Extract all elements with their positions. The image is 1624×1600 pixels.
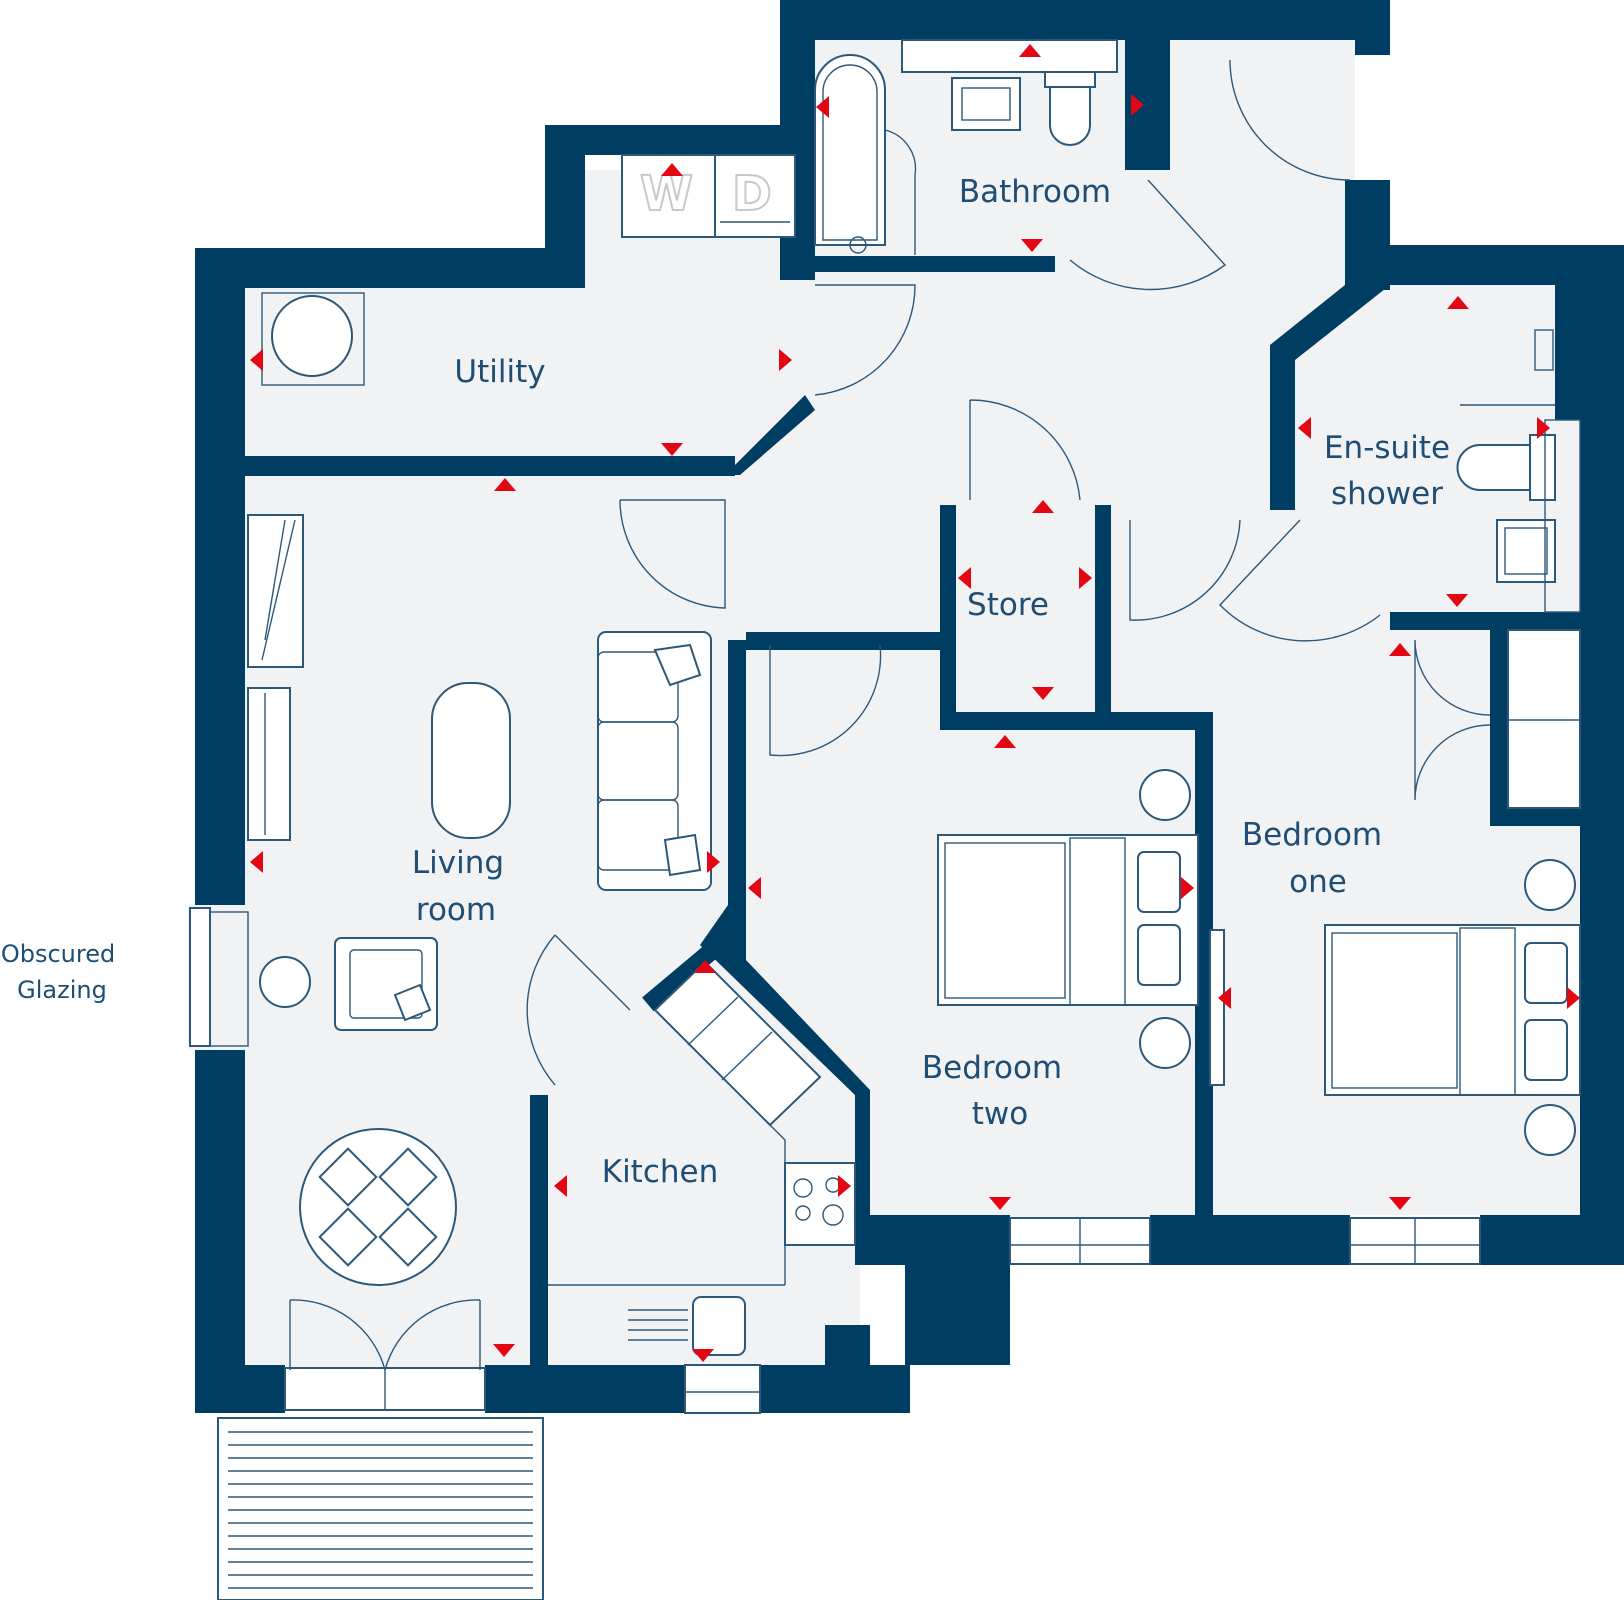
dimension-marker — [779, 349, 792, 371]
lamp-icon — [259, 956, 311, 1008]
dimension-marker — [1537, 417, 1550, 439]
room-label-ensuite-line2: shower — [1331, 476, 1443, 512]
dimension-markers — [250, 44, 1580, 1362]
dimension-marker — [250, 851, 263, 873]
bedside-lamp-icon — [1524, 1104, 1576, 1156]
dimension-marker — [554, 1175, 567, 1197]
dimension-marker — [838, 1175, 851, 1197]
wardrobe-icon — [1507, 629, 1581, 809]
balcony-deck — [217, 1417, 544, 1600]
room-label-living-line1: Living — [412, 845, 504, 881]
dining-chair-icon — [378, 1147, 438, 1207]
dimension-marker — [1181, 877, 1194, 899]
bedside-lamp-icon — [1524, 859, 1576, 911]
dimension-marker — [989, 1197, 1011, 1210]
armchair-icon — [334, 937, 438, 1031]
floor-areas — [245, 40, 1585, 1395]
room-label-bathroom: Bathroom — [959, 174, 1111, 210]
sofa-icon — [597, 631, 712, 891]
room-label-bedroom-one-line1: Bedroom — [1242, 817, 1382, 853]
dining-chair-icon — [318, 1147, 378, 1207]
dimension-marker — [1447, 296, 1469, 309]
dimension-marker — [1019, 44, 1041, 57]
dimension-marker — [661, 163, 683, 176]
dimension-marker — [1389, 643, 1411, 656]
ensuite-panel — [1544, 419, 1581, 613]
room-label-living-line2: room — [416, 892, 496, 928]
dimension-marker — [694, 960, 716, 973]
svg-text:D: D — [732, 166, 772, 222]
double-bed-icon — [1324, 924, 1581, 1096]
dimension-marker — [748, 877, 761, 899]
bath-icon — [814, 54, 917, 255]
shower-icon — [1460, 329, 1555, 406]
dimension-marker — [1079, 567, 1092, 589]
dimension-marker — [1021, 239, 1043, 252]
room-label-bedroom-two-line1: Bedroom — [922, 1050, 1062, 1086]
dining-table-icon — [299, 1128, 457, 1286]
room-label-bedroom-two-line2: two — [972, 1096, 1028, 1132]
dimension-marker — [692, 1349, 714, 1362]
furniture: W D — [247, 39, 1581, 1356]
room-label-kitchen: Kitchen — [602, 1154, 719, 1190]
dimension-marker — [1298, 417, 1311, 439]
toilet-icon — [1456, 434, 1556, 501]
basin-icon — [901, 39, 1118, 131]
dimension-marker — [958, 567, 971, 589]
room-label-utility: Utility — [454, 354, 545, 390]
room-labels: Bathroom Utility En-suite shower Store L… — [1, 174, 1450, 1190]
tv-unit-icon — [247, 514, 304, 841]
dimension-marker — [816, 96, 829, 118]
room-label-ensuite-line1: En-suite — [1324, 430, 1450, 466]
double-bed-icon — [937, 834, 1199, 1006]
dimension-marker — [250, 349, 263, 371]
cylinder-icon — [261, 292, 365, 386]
dimension-marker — [1131, 94, 1144, 116]
dimension-marker — [1446, 594, 1468, 607]
dimension-marker — [994, 735, 1016, 748]
dimension-marker — [1567, 987, 1580, 1009]
room-label-bedroom-one-line2: one — [1289, 864, 1347, 900]
coffee-table-icon — [431, 682, 511, 839]
toilet-icon — [1044, 71, 1096, 146]
dimension-marker — [661, 443, 683, 456]
basin-icon — [1496, 519, 1556, 583]
dimension-marker — [1032, 687, 1054, 700]
note-obscured-glazing-line1: Obscured — [1, 940, 115, 968]
room-label-store: Store — [967, 587, 1049, 623]
dimension-marker — [1032, 500, 1054, 513]
door-swings — [289, 59, 1491, 1371]
dining-chair-icon — [318, 1207, 378, 1267]
bedside-lamp-icon — [1139, 1017, 1191, 1069]
note-obscured-glazing-line2: Glazing — [17, 976, 107, 1004]
dining-chair-icon — [378, 1207, 438, 1267]
bedside-lamp-icon — [1139, 769, 1191, 821]
dimension-marker — [1389, 1197, 1411, 1210]
windows — [284, 929, 1481, 1414]
dimension-marker — [494, 478, 516, 491]
kitchen-units-icon — [548, 960, 856, 1286]
dimension-marker — [707, 851, 720, 873]
sink-icon — [628, 1296, 746, 1356]
dimension-marker — [1218, 987, 1231, 1009]
walls — [188, 0, 1624, 1413]
dimension-marker — [493, 1344, 515, 1357]
dryer-icon: D — [714, 154, 796, 238]
